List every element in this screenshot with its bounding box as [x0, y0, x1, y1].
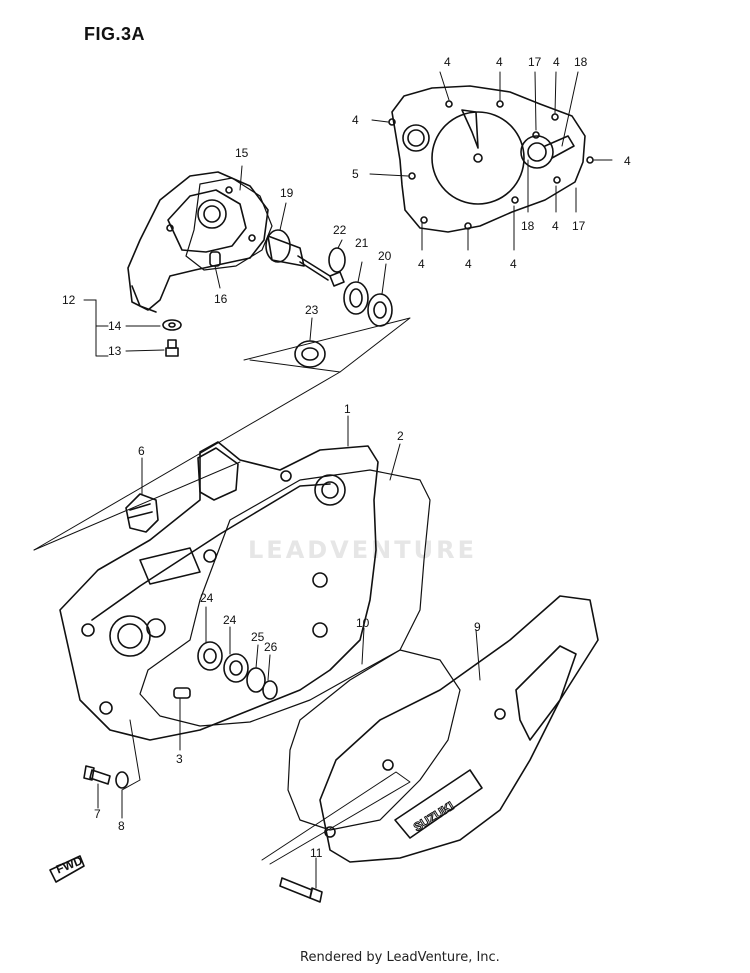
callout-25: 25: [251, 630, 265, 644]
bearing-24b-part: [223, 653, 249, 683]
crankcase-gasket-part: [139, 469, 431, 727]
clutch-cover-part: [388, 85, 594, 233]
callout-6: 6: [138, 444, 145, 458]
callout-4b: 4: [496, 55, 503, 69]
callout-8: 8: [118, 819, 125, 833]
callout-24b: 24: [223, 613, 237, 627]
callout-4a: 4: [444, 55, 451, 69]
callout-22: 22: [333, 223, 347, 237]
callout-5: 5: [352, 167, 359, 181]
callout-12: 12: [62, 293, 76, 307]
washer-14-part: [162, 319, 182, 331]
leader-lines: [33, 71, 613, 889]
callout-2: 2: [397, 429, 404, 443]
callout-13: 13: [108, 344, 122, 358]
screw-7-part: [83, 765, 111, 785]
callout-4d: 4: [352, 113, 359, 127]
callout-20: 20: [378, 249, 392, 263]
oil-seal-23-part: [294, 340, 326, 368]
callout-24a: 24: [200, 591, 214, 605]
callout-4e: 4: [624, 154, 631, 168]
drain-bolt-13-part: [165, 339, 179, 357]
impeller-shaft-part: [265, 229, 345, 287]
callout-21: 21: [355, 236, 369, 250]
bearing-21-part: [343, 281, 369, 315]
callout-4i: 4: [552, 219, 559, 233]
callout-4c: 4: [553, 55, 560, 69]
callout-7: 7: [94, 807, 101, 821]
washer-8-part: [115, 771, 129, 789]
bearing-24a-part: [197, 641, 223, 671]
callout-4f: 4: [418, 257, 425, 271]
callout-19: 19: [280, 186, 294, 200]
footer-credit: Rendered by LeadVenture, Inc.: [300, 950, 500, 965]
oil-filler-cap-6-part: [125, 493, 159, 533]
callout-10: 10: [356, 616, 370, 630]
callout-18a: 18: [574, 55, 588, 69]
callout-17a: 17: [528, 55, 542, 69]
callout-18b: 18: [521, 219, 535, 233]
callout-15: 15: [235, 146, 249, 160]
callouts: 1 2 3 4 4 4 4 4 4 4 4 4 5 6 7 8 9 10 11 …: [62, 55, 631, 860]
watermark: LEADVENTURE: [248, 536, 477, 564]
callout-9: 9: [474, 620, 481, 634]
callout-4g: 4: [465, 257, 472, 271]
callout-17b: 17: [572, 219, 586, 233]
callout-3: 3: [176, 752, 183, 766]
oil-seal-20-part: [367, 293, 393, 327]
callout-23: 23: [305, 303, 319, 317]
bolt-11-part: [279, 877, 323, 903]
callout-1: 1: [344, 402, 351, 416]
fwd-arrow-icon: [49, 855, 85, 883]
callout-4h: 4: [510, 257, 517, 271]
fwd-label: FWD: [54, 853, 85, 876]
crankcase-cover-part: [59, 441, 379, 741]
callout-26: 26: [264, 640, 278, 654]
callout-16: 16: [214, 292, 228, 306]
callout-14: 14: [108, 319, 122, 333]
callout-11: 11: [310, 846, 323, 860]
outer-cover-9-part: [319, 595, 599, 863]
circlip-22-part: [328, 247, 346, 273]
water-pump-housing-part: [127, 171, 273, 313]
dowel-pin-3-part: [173, 687, 191, 699]
figure-title: FIG.3A: [84, 24, 146, 44]
clutch-cover-gasket-part: [287, 649, 461, 831]
circlip-26-part: [262, 680, 278, 700]
